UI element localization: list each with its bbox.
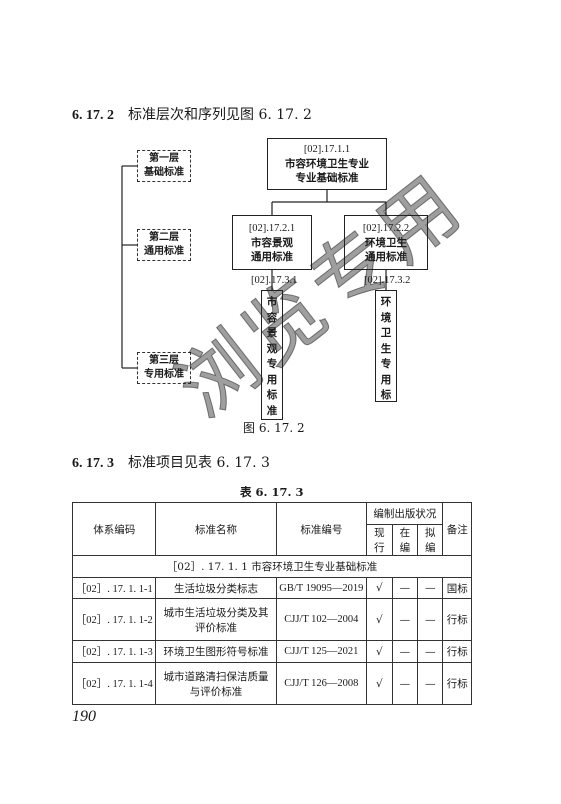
mid-2-code: [02].17.2.2 — [362, 222, 410, 234]
mid-1-line-1: 市容景观 — [251, 236, 293, 249]
root-code: [02].17.1.1 — [303, 144, 351, 155]
row-current: √ — [366, 577, 393, 599]
header-code: 体系编码 — [71, 502, 157, 556]
section-heading-6-17-3: 6. 17. 3 标准项目见表 6. 17. 3 — [72, 452, 270, 472]
page-number: 190 — [72, 708, 96, 725]
row-drafting: — — [391, 577, 419, 599]
row-number: CJJ/T 102—2004 — [275, 598, 368, 641]
row-remark: 行标 — [442, 640, 472, 663]
leaf-2-char: 标 — [380, 389, 392, 401]
row-code: ［02］. 17. 1. 1-1 — [71, 577, 157, 599]
leaf-2-char: 卫 — [380, 327, 392, 339]
row-number: GB/T 19095—2019 — [275, 577, 368, 599]
root-standard-box: [02].17.1.1 市容环境卫生专业 专业基础标准 — [267, 138, 387, 190]
leaf-standard-box-1: 市 容 景 观 专 用 标 准 — [261, 290, 283, 420]
row-name: 环境卫生图形符号标准 — [155, 640, 277, 663]
header-remark: 备注 — [442, 502, 472, 556]
leaf-2-char: 环 — [380, 296, 392, 308]
row-drafting: — — [391, 598, 419, 641]
standards-table: 体系编码 标准名称 标准编号 编制出版状况 备注 现行 在编 拟编 ［02］. … — [71, 502, 472, 705]
header-status: 编制出版状况 — [366, 502, 444, 525]
leaf-1-char: 准 — [266, 404, 278, 417]
level-1-line-2: 基础标准 — [144, 167, 184, 178]
leaf-2-char: 境 — [380, 311, 392, 324]
header-current: 现行 — [366, 524, 393, 556]
mid-standard-box-2: [02].17.2.2 环境卫生 通用标准 — [344, 215, 428, 270]
mid-standard-box-1: [02].17.2.1 市容景观 通用标准 — [232, 215, 312, 270]
table-title: 表 6. 17. 3 — [240, 485, 304, 499]
row-number: CJJ/T 125—2021 — [275, 640, 368, 663]
header-number: 标准编号 — [275, 502, 368, 556]
table-row: ［02］. 17. 1. 1-1 生活垃圾分类标志 GB/T 19095—201… — [71, 577, 472, 599]
level-box-1: 第一层 基础标准 — [137, 150, 191, 182]
group-label: ［02］. 17. 1. 1 市容环境卫生专业基础标准 — [72, 555, 472, 578]
level-box-2: 第二层 通用标准 — [137, 229, 191, 261]
row-planned: — — [417, 662, 444, 705]
mid-1-code: [02].17.2.1 — [248, 222, 296, 234]
level-1-line-1: 第一层 — [149, 153, 179, 164]
mid-2-line-1: 环境卫生 — [365, 236, 407, 249]
row-current: √ — [366, 640, 393, 663]
leaf-2-char: 生 — [380, 342, 392, 355]
row-code: ［02］. 17. 1. 1-4 — [71, 662, 157, 705]
header-planned: 拟编 — [417, 524, 444, 556]
row-drafting: — — [391, 662, 419, 705]
row-drafting: — — [391, 640, 419, 663]
leaf-1-char: 景 — [266, 327, 278, 339]
row-remark: 行标 — [442, 662, 472, 705]
leaf-1-char: 用 — [266, 373, 278, 386]
row-planned: — — [417, 640, 444, 663]
table-row: ［02］. 17. 1. 1-2 城市生活垃圾分类及其评价标准 CJJ/T 10… — [71, 598, 472, 641]
table-group-row: ［02］. 17. 1. 1 市容环境卫生专业基础标准 — [72, 555, 472, 578]
section-text: 标准层次和序列见图 6. 17. 2 — [128, 107, 312, 123]
leaf-1-char: 专 — [266, 358, 278, 370]
row-code: ［02］. 17. 1. 1-3 — [71, 640, 157, 663]
header-drafting: 在编 — [391, 524, 419, 556]
row-current: √ — [366, 598, 393, 641]
header-name: 标准名称 — [155, 502, 277, 556]
row-current: √ — [366, 662, 393, 705]
row-planned: — — [417, 598, 444, 641]
section-text: 标准项目见表 6. 17. 3 — [128, 455, 270, 471]
table-row: ［02］. 17. 1. 1-4 城市道路清扫保洁质量与评价标准 CJJ/T 1… — [71, 662, 472, 705]
leaf-1-char: 标 — [266, 389, 278, 401]
level-box-3: 第三层 专用标准 — [137, 352, 191, 384]
root-line-1: 市容环境卫生专业 — [285, 158, 369, 170]
section-number: 6. 17. 3 — [72, 456, 114, 471]
mid-1-line-2: 通用标准 — [251, 250, 293, 263]
level-2-line-2: 通用标准 — [144, 246, 184, 257]
leaf-standard-box-2: 环 境 卫 生 专 用 标 — [375, 290, 397, 402]
leaf-1-code: [02].17.3.1 — [251, 275, 298, 286]
mid-2-line-2: 通用标准 — [365, 250, 407, 263]
table-header-row: 体系编码 标准名称 标准编号 编制出版状况 备注 — [71, 502, 472, 556]
leaf-2-char: 专 — [380, 358, 392, 370]
row-code: ［02］. 17. 1. 1-2 — [71, 598, 157, 641]
row-remark: 国标 — [442, 577, 472, 599]
leaf-1-char: 市 — [266, 296, 278, 308]
leaf-2-char: 用 — [380, 373, 392, 386]
row-planned: — — [417, 577, 444, 599]
root-line-2: 专业基础标准 — [295, 172, 359, 184]
row-number: CJJ/T 126—2008 — [275, 662, 368, 705]
leaf-1-char: 容 — [266, 311, 278, 324]
section-heading-6-17-2: 6. 17. 2 标准层次和序列见图 6. 17. 2 — [72, 104, 312, 124]
figure-caption: 图 6. 17. 2 — [243, 421, 305, 435]
section-number: 6. 17. 2 — [72, 108, 114, 123]
row-remark: 行标 — [442, 598, 472, 641]
row-name: 生活垃圾分类标志 — [155, 577, 277, 599]
level-3-line-1: 第三层 — [149, 355, 179, 366]
leaf-2-code: [02].17.3.2 — [364, 275, 411, 286]
row-name: 城市道路清扫保洁质量与评价标准 — [155, 662, 277, 705]
table-row: ［02］. 17. 1. 1-3 环境卫生图形符号标准 CJJ/T 125—20… — [71, 640, 472, 663]
level-3-line-2: 专用标准 — [144, 369, 184, 380]
row-name: 城市生活垃圾分类及其评价标准 — [155, 598, 277, 641]
diagram-connectors — [121, 165, 387, 369]
leaf-1-char: 观 — [266, 342, 278, 355]
table-subheader-row: 现行 在编 拟编 — [73, 524, 472, 556]
level-2-line-1: 第二层 — [149, 232, 179, 243]
